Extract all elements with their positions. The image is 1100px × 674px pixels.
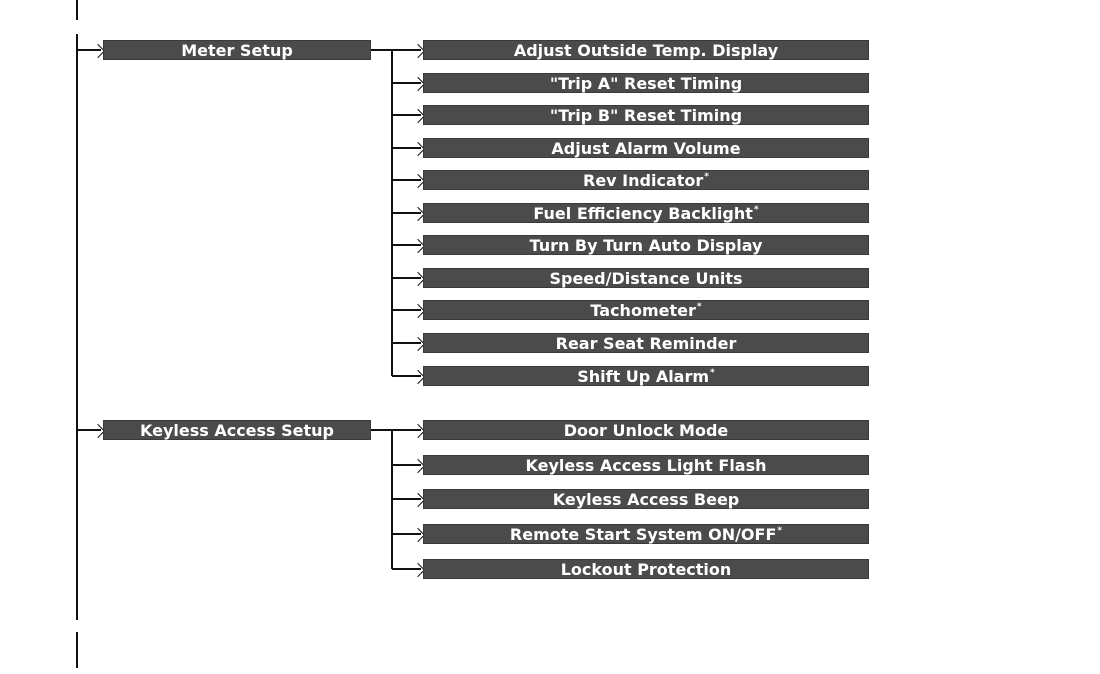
setting-label: Lockout Protection [560,560,732,579]
setting-item: Door Unlock Mode [423,420,869,440]
trunk-line [76,34,78,620]
setting-label: Speed/Distance Units [549,269,743,288]
setting-label: Rev Indicator [583,171,704,190]
setting-item: Keyless Access Light Flash [423,455,869,475]
branch-line [77,429,101,431]
setting-item: Keyless Access Beep [423,489,869,509]
child-branch-line [392,342,421,344]
setting-item: Turn By Turn Auto Display [423,235,869,255]
child-branch-line [392,533,421,535]
setting-label: Tachometer [590,301,696,320]
setting-item: Fuel Efficiency Backlight* [423,203,869,223]
setting-label: Turn By Turn Auto Display [529,236,763,255]
child-branch-line [392,277,421,279]
child-branch-line [392,375,421,377]
child-branch-line [392,147,421,149]
child-branch-line [392,212,421,214]
setting-item: Shift Up Alarm* [423,366,869,386]
child-branch-line [392,82,421,84]
setting-label: Keyless Access Beep [552,490,740,509]
setting-item: Lockout Protection [423,559,869,579]
setting-item: Adjust Alarm Volume [423,138,869,158]
child-branch-line [392,49,421,51]
setting-item: Remote Start System ON/OFF* [423,524,869,544]
group-label: Keyless Access Setup [139,421,335,440]
setting-label: Fuel Efficiency Backlight [533,204,753,223]
footnote-marker: * [710,368,715,378]
child-branch-line [392,464,421,466]
group-0: Meter Setup [103,40,371,60]
setting-label: Shift Up Alarm [577,367,710,386]
child-branch-line [392,568,421,570]
group-label: Meter Setup [181,41,293,60]
footnote-marker: * [696,302,702,312]
setting-label: Remote Start System ON/OFF [509,525,777,544]
branch-line [77,49,101,51]
footnote-marker: * [777,526,783,536]
setting-item: Adjust Outside Temp. Display [423,40,869,60]
connector-line [371,429,392,431]
trunk-line-top [76,0,78,20]
setting-label: Keyless Access Light Flash [525,456,767,475]
child-branch-line [392,309,421,311]
child-branch-line [392,498,421,500]
setting-label: Rear Seat Reminder [555,334,737,353]
connector-line [371,49,392,51]
child-branch-line [392,179,421,181]
setting-label: "Trip A" Reset Timing [549,74,743,93]
setting-item: Rev Indicator* [423,170,869,190]
setting-item: "Trip B" Reset Timing [423,105,869,125]
setting-label: "Trip B" Reset Timing [549,106,743,125]
footnote-marker: * [753,205,759,215]
child-branch-line [392,244,421,246]
setting-item: Speed/Distance Units [423,268,869,288]
child-branch-line [392,429,421,431]
footnote-marker: * [704,172,709,182]
setting-item: Tachometer* [423,300,869,320]
trunk-line-bottom [76,632,78,668]
setting-item: Rear Seat Reminder [423,333,869,353]
setting-label: Door Unlock Mode [563,421,729,440]
setting-label: Adjust Alarm Volume [551,139,741,158]
setting-label: Adjust Outside Temp. Display [513,41,779,60]
group-1: Keyless Access Setup [103,420,371,440]
child-branch-line [392,114,421,116]
setting-item: "Trip A" Reset Timing [423,73,869,93]
